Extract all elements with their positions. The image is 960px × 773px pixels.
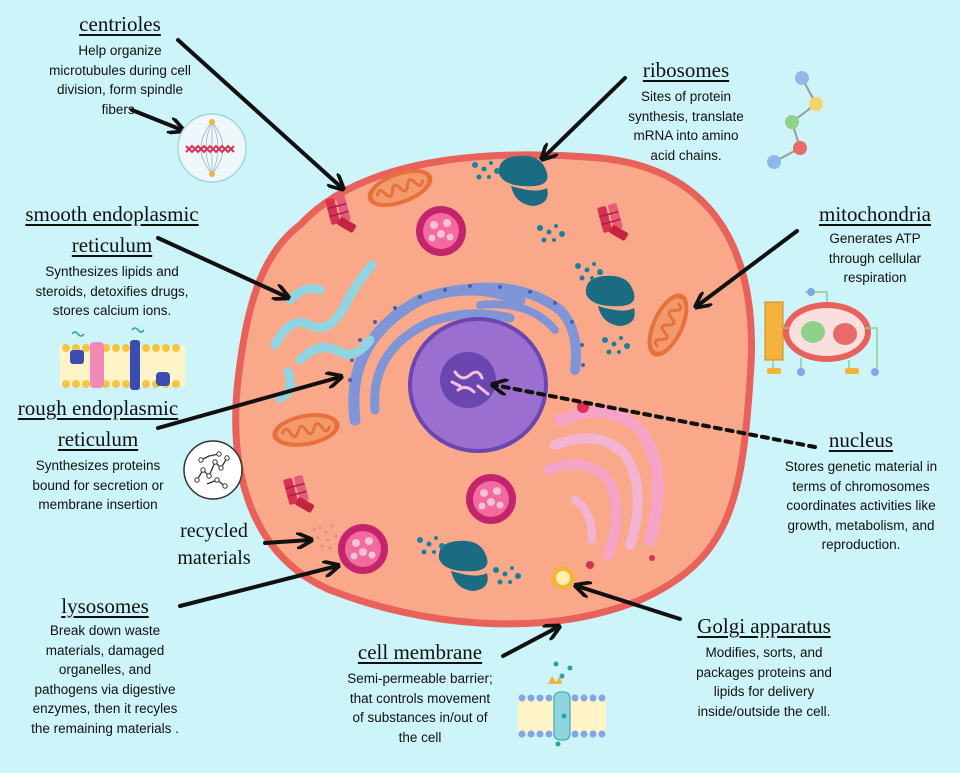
smooth-er-label: smooth endoplasmic reticulum Synthesizes…	[0, 202, 224, 321]
cell-membrane-label: cell membrane Semi-permeable barrier; th…	[320, 640, 520, 747]
rough-er-label: rough endoplasmic reticulum Synthesizes …	[0, 396, 196, 515]
golgi-title: Golgi apparatus	[697, 614, 831, 638]
centrioles-title: centrioles	[79, 12, 161, 36]
centrioles-description: Help organize microtubules during cell d…	[49, 43, 191, 117]
ribosomes-arrow	[543, 76, 627, 158]
recycled-arrow	[263, 540, 310, 543]
lysosomes-description: Break down waste materials, damaged orga…	[31, 623, 179, 736]
rough-er-title: rough endoplasmic	[17, 396, 179, 420]
mitochondria-label: mitochondria Generates ATP through cellu…	[800, 202, 950, 288]
rough-er-arrow	[156, 377, 340, 430]
lysosome	[466, 474, 516, 524]
recycled-line2: materials	[177, 547, 251, 569]
lipid-membrane-icon	[60, 327, 185, 390]
golgi-apparatus	[543, 406, 664, 560]
molecule-chain-icon	[767, 71, 823, 169]
mitochondria-arrow	[697, 229, 799, 306]
rough-er-title-line2: reticulum	[57, 427, 139, 451]
mitochondria-title: mitochondria	[819, 202, 931, 226]
golgi-description: Modifies, sorts, and packages proteins a…	[696, 645, 832, 719]
centrioles-label: centrioles Help organize microtubules du…	[10, 12, 230, 119]
spindle-icon	[177, 113, 247, 183]
golgi-label: Golgi apparatus Modifies, sorts, and pac…	[674, 614, 854, 721]
cell-membrane-arrow	[501, 627, 558, 658]
recycled-material-patch	[312, 524, 338, 550]
polypeptide-icon	[183, 440, 243, 500]
rough-er-ribosome-dots	[348, 284, 585, 382]
rough-er	[348, 282, 581, 426]
smooth-er-title: smooth endoplasmic	[25, 202, 199, 226]
smooth-er-title-line2: reticulum	[71, 233, 153, 257]
pointer-arrows	[130, 38, 817, 658]
smooth-er-description: Synthesizes lipids and steroids, detoxif…	[35, 264, 189, 318]
respiration-diagram-icon	[764, 288, 879, 376]
ribosomes-title: ribosomes	[642, 58, 730, 82]
centrioles-diagram-arrow	[130, 108, 182, 130]
ribosomes-label: ribosomes Sites of protein synthesis, tr…	[596, 58, 776, 165]
mitochondria-description: Generates ATP through cellular respirati…	[828, 231, 922, 285]
smooth-er-arrow	[156, 236, 287, 297]
nucleus-description: Stores genetic material in terms of chro…	[784, 459, 938, 552]
nucleus-label: nucleus Stores genetic material in terms…	[766, 428, 956, 555]
nucleus-arrow	[494, 385, 817, 449]
nucleus	[408, 317, 548, 453]
lysosomes-arrow	[178, 566, 337, 608]
cell-membrane-title: cell membrane	[357, 640, 483, 664]
recycled-line1: recycled	[180, 520, 248, 542]
lysosome	[416, 206, 466, 256]
membrane-channel-icon	[518, 661, 606, 747]
lysosomes-label: lysosomes Break down waste materials, da…	[10, 594, 200, 738]
lysosome	[338, 524, 388, 574]
lysosomes-title: lysosomes	[61, 594, 149, 618]
rough-er-description: Synthesizes proteins bound for secretion…	[32, 458, 164, 512]
centrioles-arrow	[176, 38, 342, 188]
cell-membrane-description: Semi-permeable barrier; that controls mo…	[347, 671, 493, 745]
ribosomes-description: Sites of protein synthesis, translate mR…	[628, 89, 744, 163]
recycled-materials-label: recycled materials	[164, 520, 264, 570]
nucleus-title: nucleus	[828, 428, 894, 452]
golgi-arrow	[577, 586, 682, 621]
